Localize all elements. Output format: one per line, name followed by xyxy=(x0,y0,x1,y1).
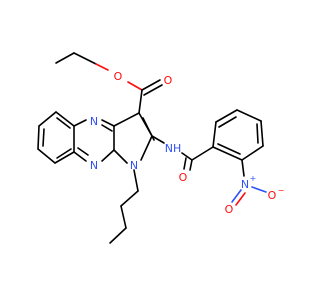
bond-bz-4-inner xyxy=(56,148,72,159)
bond-ar-nitro xyxy=(241,159,245,177)
bond-bz-6-inner xyxy=(56,117,71,129)
atom-ring-n-top: N xyxy=(90,115,98,128)
bond-n-bottom-c-double xyxy=(77,147,89,156)
bond-ar-4 xyxy=(260,120,264,147)
bond-nitro-o-left-a xyxy=(231,189,242,203)
bond-carbonyl-c3 xyxy=(138,89,143,114)
bond-butyl-2 xyxy=(120,190,139,207)
atom-nitro-o-left: O xyxy=(225,203,234,216)
bond-carbonyl-o-double-a xyxy=(141,79,161,91)
bond-ar-1 xyxy=(212,121,217,148)
bond-bz-2-inner xyxy=(42,128,45,147)
atom-pyrrole-n: N xyxy=(130,159,138,172)
bond-ar-3 xyxy=(236,109,262,122)
bond-o-carbonyl xyxy=(127,81,143,91)
bond-carbonyl-o-double-b xyxy=(143,84,163,96)
bond-nh-carbonyl xyxy=(181,152,193,161)
bond-n-bottom-c xyxy=(73,151,87,162)
bond-butyl-4 xyxy=(109,227,127,244)
bond-butyl-3 xyxy=(120,205,127,229)
bond-ar-6-inner xyxy=(217,143,241,155)
atom-nitro-n: N xyxy=(241,178,249,191)
bond-bz-6 xyxy=(55,111,75,127)
atom-nitro-o-charge: − xyxy=(278,186,285,195)
bond-amide-c-o-b xyxy=(183,157,187,170)
bond-c2-nh xyxy=(151,135,165,144)
bond-ar-2 xyxy=(215,109,238,123)
atom-nitro-n-charge: + xyxy=(250,174,257,183)
bond-ethyl-ch3 xyxy=(55,52,75,64)
bond-bz-2 xyxy=(37,125,40,150)
bond-butyl-1 xyxy=(133,169,139,192)
bond-amide-c-o-a xyxy=(189,159,193,171)
bond-nitro-o-left-b xyxy=(235,192,246,206)
atom-amide-nh: NH xyxy=(165,142,182,155)
bond-pyrrole-n-c xyxy=(113,149,128,164)
bond-nitro-o-right xyxy=(251,186,267,193)
atom-ester-o-double: O xyxy=(164,74,173,87)
bonds xyxy=(37,52,267,244)
bond-n-top-c-double xyxy=(101,124,113,132)
bond-c-n-top xyxy=(73,119,87,127)
bond-ar-2-inner xyxy=(218,116,237,128)
bond-c-n-bottom xyxy=(101,149,115,162)
bond-amide-c-aryl xyxy=(191,146,214,161)
bond-bz-1 xyxy=(38,111,57,127)
bond-ch2-o xyxy=(95,63,109,71)
bond-ar-6 xyxy=(212,146,243,161)
atom-amide-o: O xyxy=(179,171,188,184)
bond-pyrrole-c3a-c3 xyxy=(113,112,140,127)
bond-bz-3 xyxy=(37,148,56,164)
atom-nitro-o-right: O xyxy=(268,189,277,202)
structure-svg: O O N N N NH O N + O O − xyxy=(37,52,284,244)
bond-n-top-c xyxy=(101,119,115,127)
atom-ester-o-single: O xyxy=(114,70,123,83)
molecule-canvas: O O N N N NH O N + O O − xyxy=(37,52,285,244)
atom-ring-n-bottom: N xyxy=(90,159,98,172)
bond-pyrrole-c2-n xyxy=(140,135,153,161)
bond-ar-5 xyxy=(241,145,264,161)
bond-ar-4-inner xyxy=(256,123,259,144)
atom-labels: O O N N N NH O N + O O − xyxy=(90,70,284,216)
bond-bz-4 xyxy=(54,151,75,164)
bond-ethyl-ch2 xyxy=(73,52,97,65)
